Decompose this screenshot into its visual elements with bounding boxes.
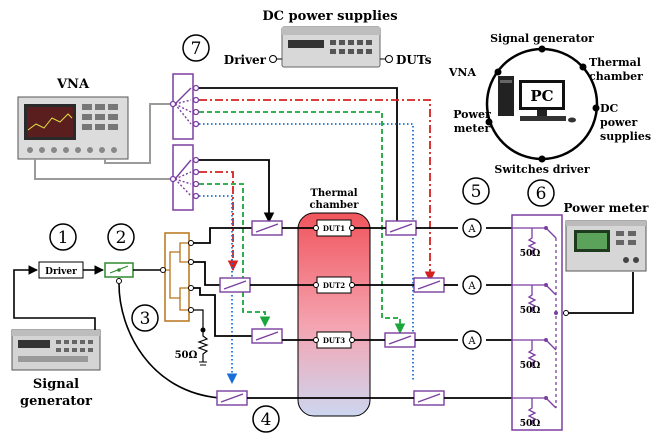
dut-1: DUT1 <box>313 219 355 237</box>
callout-1: 1 <box>58 228 69 248</box>
signal-generator-label-2: generator <box>20 394 92 409</box>
power-meter-label: Power meter <box>563 201 649 215</box>
dut-1-label: DUT1 <box>323 224 345 233</box>
cable-split-2 <box>193 261 220 286</box>
dc-power-hub-label-2: power <box>600 116 637 129</box>
callout-5: 5 <box>471 182 482 202</box>
power-meter-hub-label-1: Power <box>453 108 491 121</box>
computer-icon <box>498 76 576 123</box>
termination-r2-label: 50Ω <box>520 306 541 316</box>
cable-vna-port-lower <box>199 159 275 224</box>
pc-label: PC <box>530 87 553 105</box>
cable-to-power-meter <box>568 272 634 314</box>
dut-2: DUT2 <box>313 276 355 294</box>
callout-6: 6 <box>536 184 547 204</box>
vna-label: VNA <box>56 77 90 92</box>
cable-blue-lower <box>199 195 238 385</box>
termination-r3-label: 50Ω <box>520 361 541 371</box>
switch-matrix-7: 7 <box>169 34 210 211</box>
termination-r1-label: 50Ω <box>520 249 541 259</box>
dc-power-hub-label-1: DC <box>600 102 619 115</box>
thermal-chamber-body <box>297 212 371 417</box>
ammeter-3-label: A <box>467 336 476 347</box>
termination-r4-label: 50Ω <box>520 419 541 429</box>
dc-power-hub-label-3: supplies <box>600 130 651 143</box>
dc-power-supplies: DC power supplies Driver DUTs <box>224 9 432 68</box>
signal-rows <box>247 227 512 399</box>
switches-driver-hub-label: Switches driver <box>494 163 589 176</box>
input-couplers <box>216 220 283 406</box>
switch-7-upper <box>172 73 194 140</box>
pc-control-hub: PC Signal generator Thermal chamber VNA … <box>448 32 651 176</box>
power-meter-instrument: Power meter <box>563 201 649 272</box>
thermal-chamber-hub-label-2: chamber <box>589 70 643 83</box>
callout-4: 4 <box>261 410 272 430</box>
signal-generator-hub-label: Signal generator <box>490 32 594 45</box>
termination-label: 50Ω <box>175 350 198 361</box>
cable-red-lower <box>199 171 239 272</box>
cable-green-lower <box>199 183 271 328</box>
cable-vna-port-upper <box>199 87 398 229</box>
cable-red-upper <box>199 99 436 283</box>
cable-split-3 <box>193 287 252 337</box>
dut-2-label: DUT2 <box>323 281 345 290</box>
dc-supplies-label: DC power supplies <box>262 9 397 24</box>
thermal-chamber-label-2: chamber <box>309 200 359 211</box>
power-meter-hub-label-2: meter <box>454 122 491 135</box>
ammeter-2-label: A <box>467 281 476 292</box>
callout-3: 3 <box>140 309 151 329</box>
power-splitter <box>160 232 194 322</box>
duts-supply-label: DUTs <box>396 53 432 67</box>
thermal-chamber-label-1: Thermal <box>310 188 357 199</box>
vna-hub-label: VNA <box>448 66 477 79</box>
cable-blue-upper <box>199 123 414 380</box>
ammeters: A A A <box>462 218 482 350</box>
signal-generator-label-1: Signal <box>33 377 79 392</box>
driver-label: Driver <box>45 267 77 277</box>
cable-coupled-reference <box>118 283 221 399</box>
cable-siggen-to-driver <box>13 265 96 330</box>
signal-generator: Signal generator <box>11 329 101 409</box>
switch-matrix-6: 50Ω 50Ω 50Ω 50Ω <box>511 214 563 431</box>
callout-2: 2 <box>116 228 127 248</box>
termination-resistor <box>193 309 209 362</box>
callout-7: 7 <box>191 39 202 59</box>
vna-cables <box>34 103 171 180</box>
cable-green-upper <box>199 111 406 335</box>
thermal-chamber: Thermal chamber <box>297 188 371 417</box>
dut-3: DUT3 <box>313 331 355 349</box>
driver-supply-label: Driver <box>224 53 267 67</box>
output-couplers <box>384 220 445 406</box>
ammeter-1-label: A <box>467 224 476 235</box>
vna-instrument: VNA <box>17 77 129 160</box>
cable-split-1 <box>193 227 252 244</box>
dut-3-label: DUT3 <box>323 336 345 345</box>
thermal-chamber-hub-label-1: Thermal <box>589 56 641 69</box>
